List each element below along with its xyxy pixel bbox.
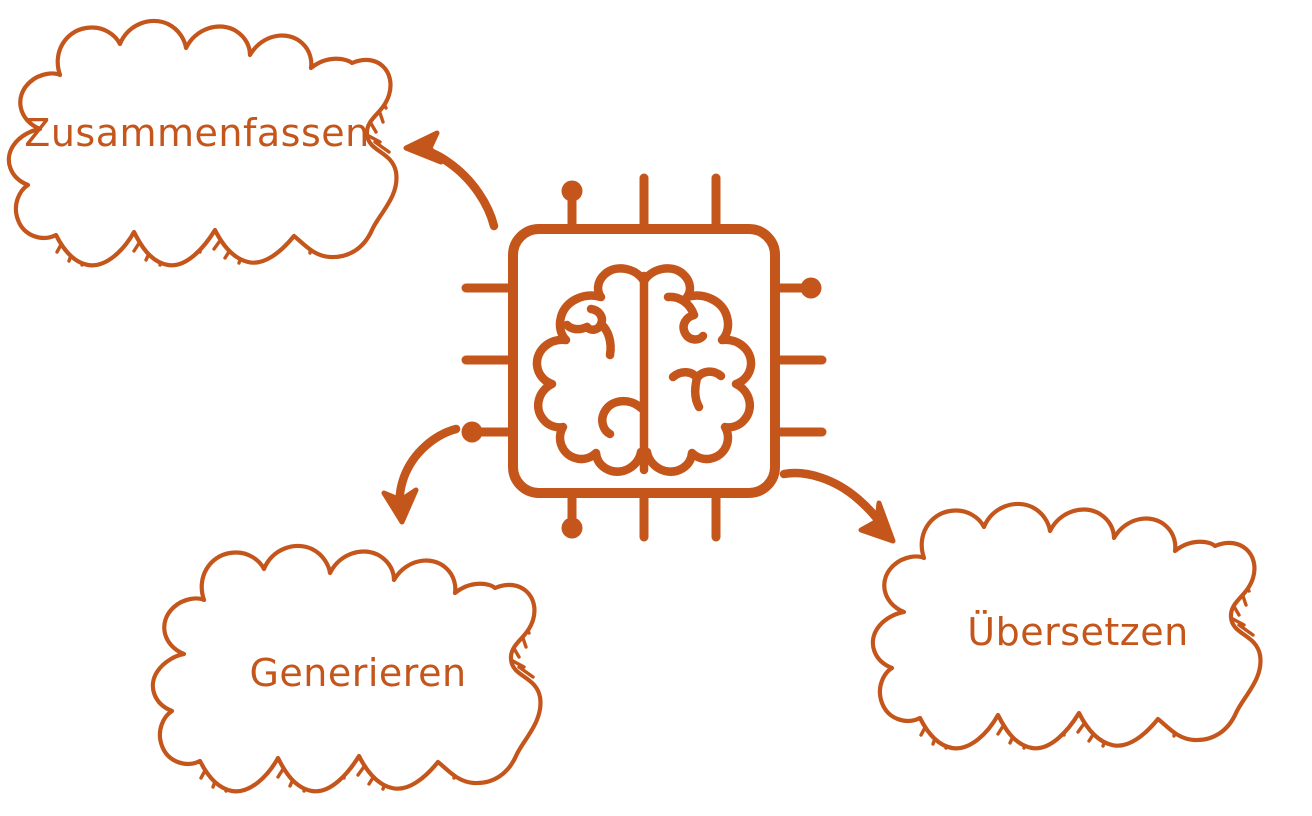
cloud-uebersetzen-outline [870, 501, 1263, 751]
cloud-generieren[interactable]: Generieren [150, 543, 543, 794]
brain-fold-left-lower [598, 397, 646, 439]
arrow-to-zusammenfassen [403, 130, 499, 231]
cloud-generieren-label: Generieren [249, 651, 466, 695]
brain-left-lobe [532, 264, 649, 476]
arrow-to-generieren [381, 424, 461, 525]
cloud-zusammenfassen-outline [6, 18, 399, 268]
cloud-generieren-outline [150, 543, 543, 794]
arrow-to-uebersetzen [779, 468, 896, 544]
brain-icon [532, 264, 756, 476]
chip-pin-dot-left-bottom [461, 421, 483, 443]
cloud-uebersetzen-label: Übersetzen [967, 610, 1188, 654]
ai-chip[interactable] [461, 173, 827, 542]
brain-fold-right-lower-stem [691, 373, 704, 412]
cloud-zusammenfassen[interactable]: Zusammenfassen [6, 18, 399, 268]
brain-fold-right-upper [679, 310, 708, 344]
cloud-zusammenfassen-label: Zusammenfassen [24, 111, 369, 155]
brain-fold-left-upper-stem [596, 319, 615, 360]
arrow-to-uebersetzen-head [858, 500, 896, 544]
arrow-to-generieren-head [381, 487, 419, 525]
brain-fold-right-upper-stem [663, 292, 699, 320]
chip-pin-dot-right-top [800, 277, 822, 299]
cloud-uebersetzen[interactable]: Übersetzen [870, 501, 1263, 751]
arrow-to-zusammenfassen-head [403, 130, 444, 165]
brain-fold-left-curl [562, 320, 592, 334]
chip-pin-dot-top-left [561, 180, 583, 202]
chip-pin-dot-bottom-left [561, 517, 583, 539]
arrow-to-zusammenfassen-shaft [409, 143, 499, 231]
brain-right-lobe [639, 264, 756, 476]
